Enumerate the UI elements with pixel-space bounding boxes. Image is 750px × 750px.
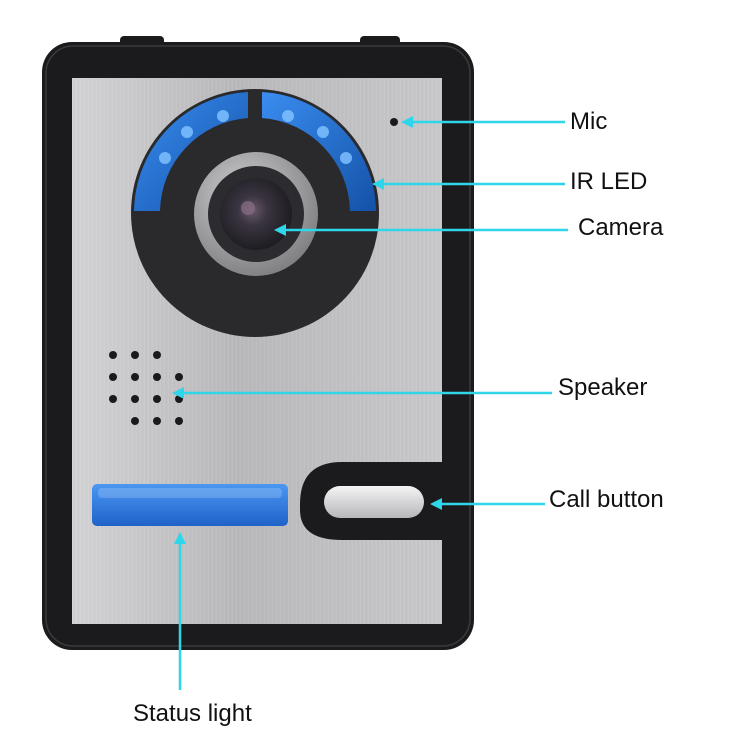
label-speaker: Speaker	[558, 374, 648, 401]
status-light-callout-arrow	[174, 532, 186, 544]
ir-led-ring-right	[262, 92, 376, 211]
camera-lens-glint	[241, 201, 255, 215]
label-call-button: Call button	[549, 486, 664, 513]
label-ir-led: IR LED	[570, 168, 648, 195]
callout-lines	[172, 116, 568, 690]
camera-module	[131, 89, 379, 337]
ir-led-callout-arrow	[372, 178, 384, 190]
label-mic: Mic	[570, 108, 608, 135]
doorbell-device	[42, 36, 474, 650]
speaker-callout-arrow	[172, 387, 184, 399]
call-button-icon[interactable]	[324, 486, 424, 518]
label-status-light: Status light	[133, 700, 252, 727]
speaker-grille-icon	[109, 351, 183, 425]
mic-hole-icon	[390, 118, 398, 126]
status-light-shine	[98, 488, 282, 498]
housing-highlight	[45, 45, 471, 647]
camera-lens-icon	[220, 178, 292, 250]
mic-callout-arrow	[401, 116, 413, 128]
camera-callout-arrow	[274, 224, 286, 236]
status-light-icon	[92, 484, 288, 526]
label-camera: Camera	[578, 214, 664, 241]
ir-led-icon	[134, 92, 248, 211]
ir-led-dots	[159, 110, 352, 164]
call-button-callout-arrow	[430, 498, 442, 510]
